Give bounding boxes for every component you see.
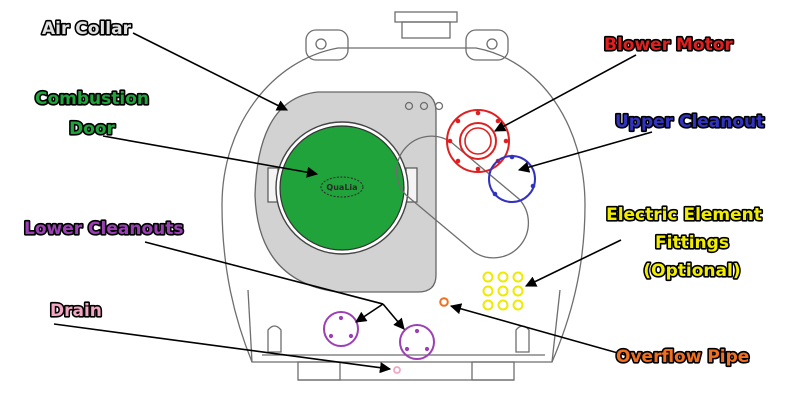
label-upper-cleanout: Upper Cleanout: [615, 112, 764, 132]
label-blower-motor: Blower Motor: [604, 35, 733, 55]
blower-motor: [446, 109, 510, 173]
left-base-rail: [297, 361, 341, 381]
label-electric-line2: Fittings: [655, 233, 729, 253]
lower-cleanout-left: [323, 311, 359, 347]
arrow-electric-fittings: [524, 239, 622, 287]
arrow-air-collar: [132, 32, 289, 111]
drain-fitting: [393, 366, 401, 374]
door-badge-text: QuaLia: [326, 183, 357, 192]
boiler-drawing: QuaLia: [221, 11, 586, 381]
labels: Air Collar Combustion Door Lower Cleanou…: [22, 17, 765, 368]
arrow-lower-cleanout-left: [355, 303, 384, 323]
arrow-drain: [53, 323, 392, 374]
label-electric-line1: Electric Element: [606, 205, 762, 225]
label-air-collar: Air Collar: [42, 19, 132, 39]
door-badge: [320, 176, 364, 198]
left-foot: [267, 325, 282, 353]
left-mounting-ear: [305, 29, 349, 61]
control-knob: [434, 101, 444, 111]
overflow-pipe: [439, 297, 449, 307]
arrow-combustion-door: [102, 135, 319, 178]
label-combustion-line1: Combustion: [35, 89, 149, 109]
arrow-blower-motor: [494, 54, 637, 132]
control-knobs: [404, 101, 444, 111]
right-side-line: [551, 289, 561, 363]
control-knob: [404, 101, 414, 111]
label-combustion-line2: Door: [69, 119, 115, 139]
arrow-upper-cleanout: [517, 131, 653, 173]
blower-mount-plate: [396, 135, 529, 259]
arrow-lower-cleanouts: [144, 241, 384, 305]
right-base-rail: [471, 361, 515, 381]
boiler-body: [221, 47, 586, 363]
label-overflow-pipe: Overflow Pipe: [616, 347, 749, 367]
electric-element-fittings: [482, 271, 524, 311]
combustion-door: QuaLia: [267, 121, 418, 255]
label-electric-line3: (Optional): [643, 261, 740, 281]
label-drain: Drain: [50, 301, 102, 321]
leader-arrows: [53, 32, 653, 374]
lower-cleanout-right: [399, 324, 435, 360]
label-lower-cleanouts: Lower Cleanouts: [24, 219, 183, 239]
top-flange: [394, 11, 458, 23]
top-flue: [401, 21, 451, 39]
right-mounting-ear: [465, 29, 509, 61]
control-knob: [419, 101, 429, 111]
right-foot: [515, 325, 530, 353]
arrow-overflow-pipe: [449, 303, 626, 356]
arrow-lower-cleanout-right: [382, 303, 405, 330]
upper-cleanout: [488, 154, 536, 203]
